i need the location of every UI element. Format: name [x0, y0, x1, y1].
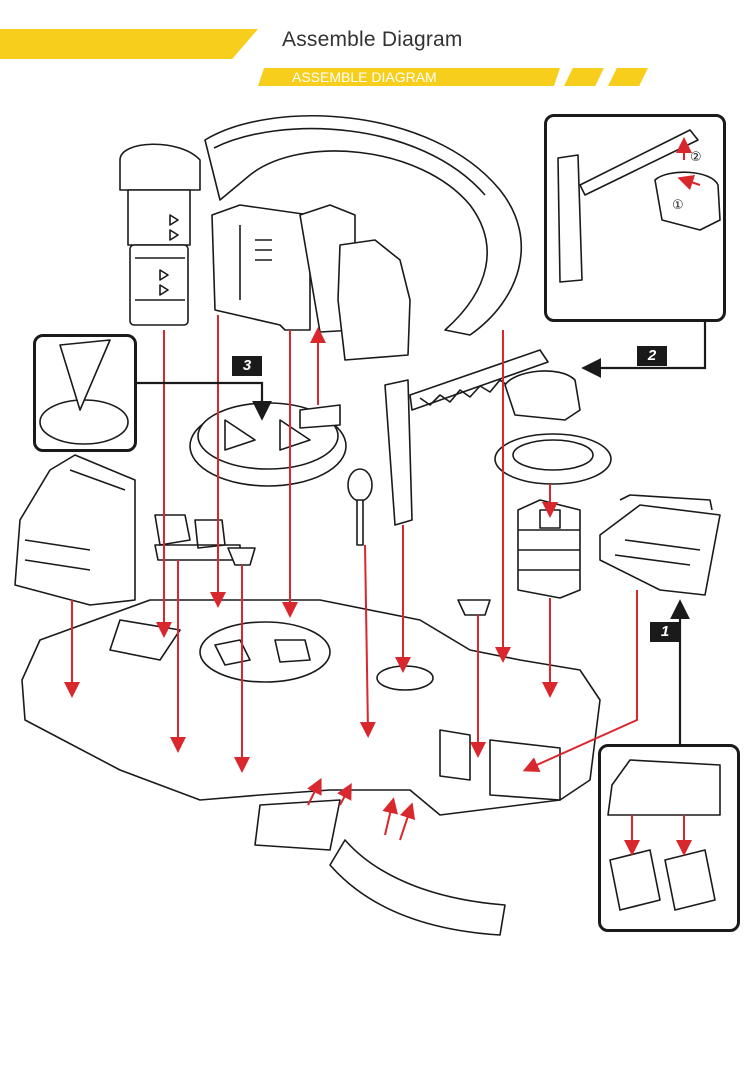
gate-ramp-piece [599, 494, 721, 596]
tower-piece [119, 143, 201, 326]
base-board-piece [21, 599, 601, 816]
step-badge-1: 1 [650, 622, 680, 642]
wall-block-piece [14, 454, 136, 606]
page-subtitle: ASSEMBLE DIAGRAM [292, 69, 437, 85]
inset-gate-drawing [607, 759, 721, 911]
accent-chip-2 [608, 68, 648, 86]
rotating-platform-piece [189, 402, 347, 487]
page-title: Assemble Diagram [282, 28, 463, 51]
step-badge-2: 2 [637, 346, 667, 366]
callout-2: ② [690, 150, 702, 165]
inset-crane-drawing [557, 129, 721, 283]
assembly-arrows [64, 137, 701, 856]
lamp-piece [347, 468, 373, 546]
inset-platform-drawing [39, 339, 129, 445]
step-badge-3: 3 [232, 356, 262, 376]
crane-arm-piece [384, 349, 581, 526]
header-accent-bar [0, 29, 258, 59]
building-block-piece [211, 204, 411, 361]
accent-chip-1 [564, 68, 604, 86]
disk-piece [494, 433, 612, 485]
elevator-frame-piece [517, 499, 581, 599]
bottom-ramp-pieces [254, 799, 506, 936]
leader-arrows [137, 322, 707, 744]
callout-1: ① [672, 198, 684, 213]
curved-track-piece [204, 115, 523, 336]
subtitle-bar [258, 68, 560, 86]
